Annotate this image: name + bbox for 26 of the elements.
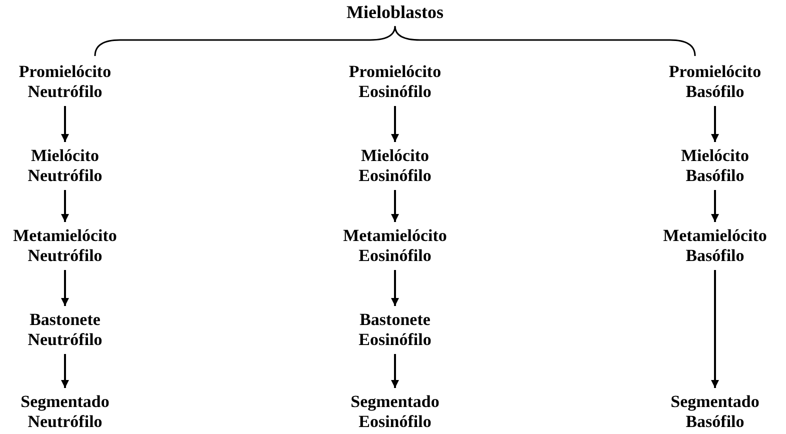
arrow — [391, 270, 399, 306]
arrow — [391, 190, 399, 222]
arrow — [391, 106, 399, 142]
arrow — [61, 190, 69, 222]
cell-stage-label: Mieloblastos — [346, 2, 444, 22]
cell-stage-label: Metamielócito Neutrófilo — [13, 226, 117, 266]
cell-stage-label: Metamielócito Eosinófilo — [343, 226, 447, 266]
arrow — [711, 190, 719, 222]
arrow — [61, 270, 69, 306]
arrow — [711, 270, 719, 388]
cell-stage-label: Segmentado Basófilo — [670, 392, 760, 432]
cell-stage-label: Segmentado Neutrófilo — [20, 392, 110, 432]
cell-stage-label: Bastonete Neutrófilo — [28, 310, 102, 350]
cell-stage-label: Promielócito Eosinófilo — [348, 62, 442, 102]
cell-stage-label: Mielócito Eosinófilo — [358, 146, 432, 186]
arrow — [61, 354, 69, 388]
arrow — [711, 106, 719, 142]
cell-stage-label: Mielócito Basófilo — [681, 146, 749, 186]
cell-stage-label: Promielócito Basófilo — [668, 62, 762, 102]
cell-stage-label: Mielócito Neutrófilo — [28, 146, 102, 186]
arrow — [61, 106, 69, 142]
cell-stage-label: Promielócito Neutrófilo — [18, 62, 112, 102]
cell-stage-label: Segmentado Eosinófilo — [350, 392, 440, 432]
arrow — [391, 354, 399, 388]
cell-stage-label: Metamielócito Basófilo — [663, 226, 767, 266]
cell-stage-label: Bastonete Eosinófilo — [358, 310, 432, 350]
